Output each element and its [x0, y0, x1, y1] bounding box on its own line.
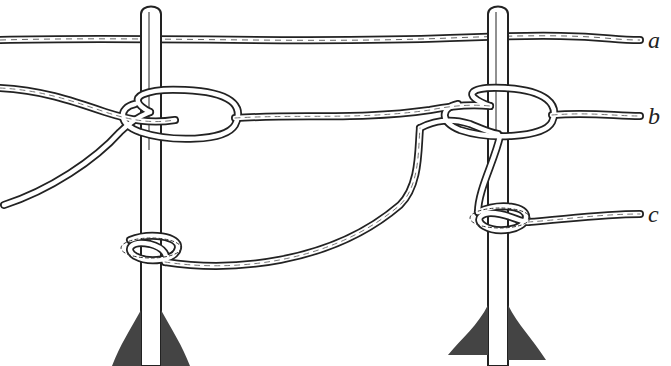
rope-letter: b: [648, 104, 660, 128]
rope-letter: a: [648, 28, 660, 52]
rope-letter: c: [648, 202, 659, 226]
